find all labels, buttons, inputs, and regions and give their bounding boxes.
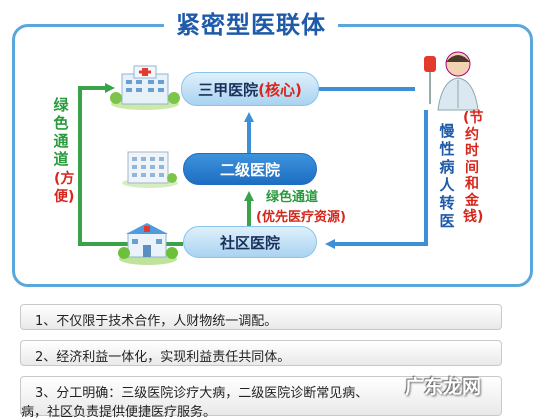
left-channel-note: (方便) [54,171,75,205]
point-1: 1、不仅限于技术合作，人财物统一调配。 [20,304,502,330]
node-secondary-label: 二级医院 [219,160,280,179]
point-3-line-1: 3、分工明确：三级医院诊疗大病，二级医院诊断常见病、 [35,386,369,401]
center-channel-label: 绿色通道 [266,190,319,205]
right-path [325,110,428,249]
right-channel-note: (节约时间和金钱) [463,110,484,225]
patient-icon [424,51,479,111]
node-community-label: 社区医院 [219,233,280,252]
center-channel-note: (优先医疗资源) [256,210,346,225]
point-3-line-2: 病，社区负责提供便捷医疗服务。 [21,405,217,420]
title-box: 紧密型医联体 [164,4,338,40]
diagram-title: 紧密型医联体 [176,10,326,39]
left-channel-label: 绿色通道 [53,96,69,168]
node-secondary-hospital: 二级医院 [183,153,317,185]
node-community-hospital: 社区医院 [183,226,317,258]
watermark: 广东龙网 [405,376,482,398]
hospital-large-icon [110,65,180,110]
clinic-icon [118,223,178,265]
node-tertiary-hospital: 三甲医院(核心) [181,72,319,106]
point-2: 2、经济利益一体化，实现利益责任共同体。 [20,340,502,366]
node-tertiary-label: 三甲医院 [198,80,259,99]
right-channel-label: 慢性病人转医 [439,122,455,230]
hospital-medium-icon [122,151,178,188]
node-core-tag: (核心) [258,80,302,99]
